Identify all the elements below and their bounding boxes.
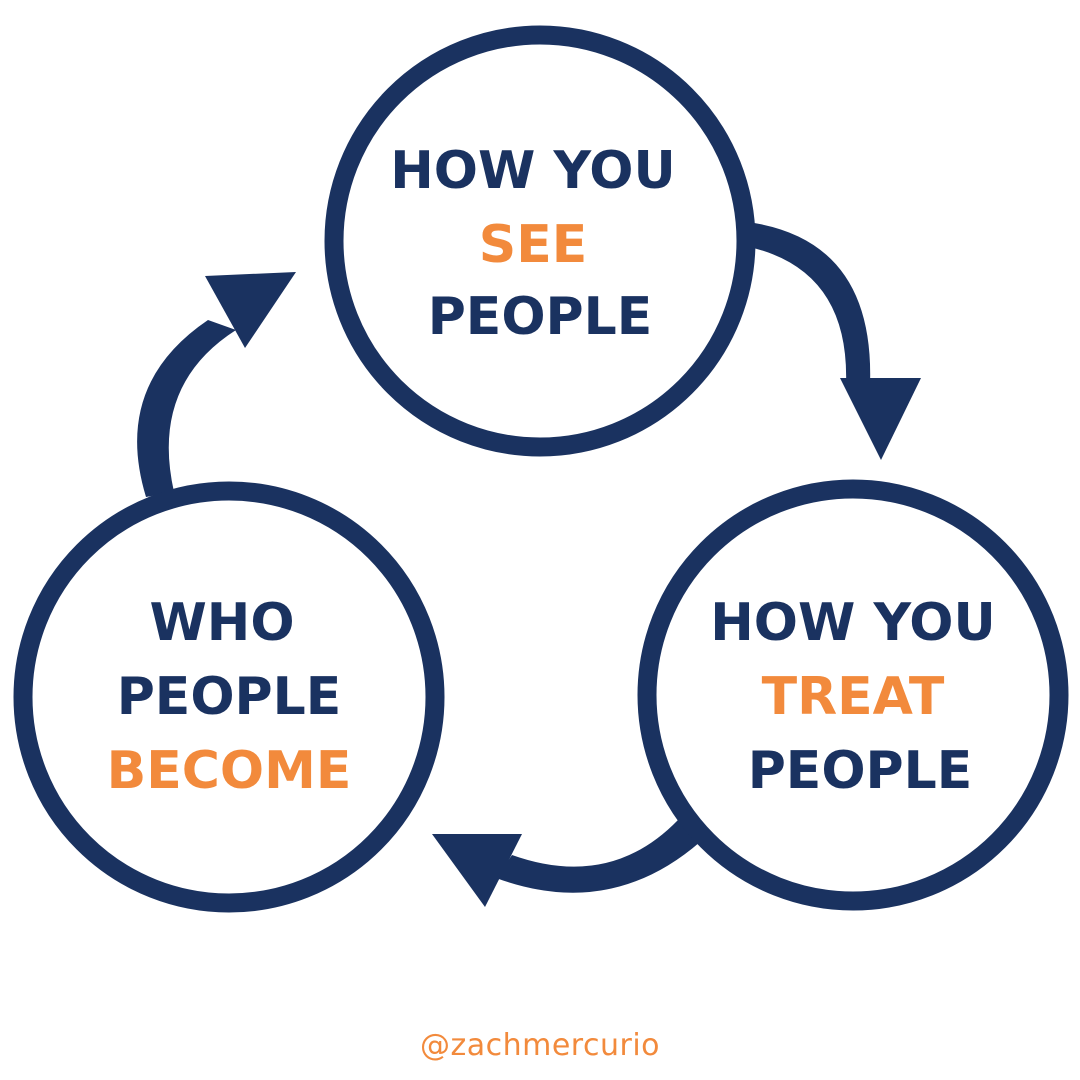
node-become-circle: [13, 481, 445, 913]
arrow-treat-to-become: [432, 820, 700, 907]
author-handle: @zachmercurio: [419, 1028, 661, 1063]
node-become-line1: WHO: [149, 593, 294, 653]
node-treat: HOW YOU TREAT PEOPLE: [637, 479, 1069, 911]
node-become-line2: PEOPLE: [117, 667, 342, 727]
node-see-line2: SEE: [479, 215, 588, 275]
node-treat-line2: TREAT: [762, 667, 945, 727]
arrow-see-to-treat: [745, 222, 921, 460]
node-see: HOW YOU SEE PEOPLE: [324, 25, 756, 457]
node-become: WHO PEOPLE BECOME: [13, 481, 445, 913]
node-treat-line1: HOW YOU: [710, 593, 995, 653]
node-see-circle: [324, 25, 756, 457]
node-treat-line3: PEOPLE: [748, 741, 973, 801]
node-see-line3: PEOPLE: [428, 287, 653, 347]
node-see-line1: HOW YOU: [390, 141, 675, 201]
node-become-line3: BECOME: [107, 741, 352, 801]
arrow-become-to-see: [137, 272, 296, 497]
node-treat-circle: [637, 479, 1069, 911]
